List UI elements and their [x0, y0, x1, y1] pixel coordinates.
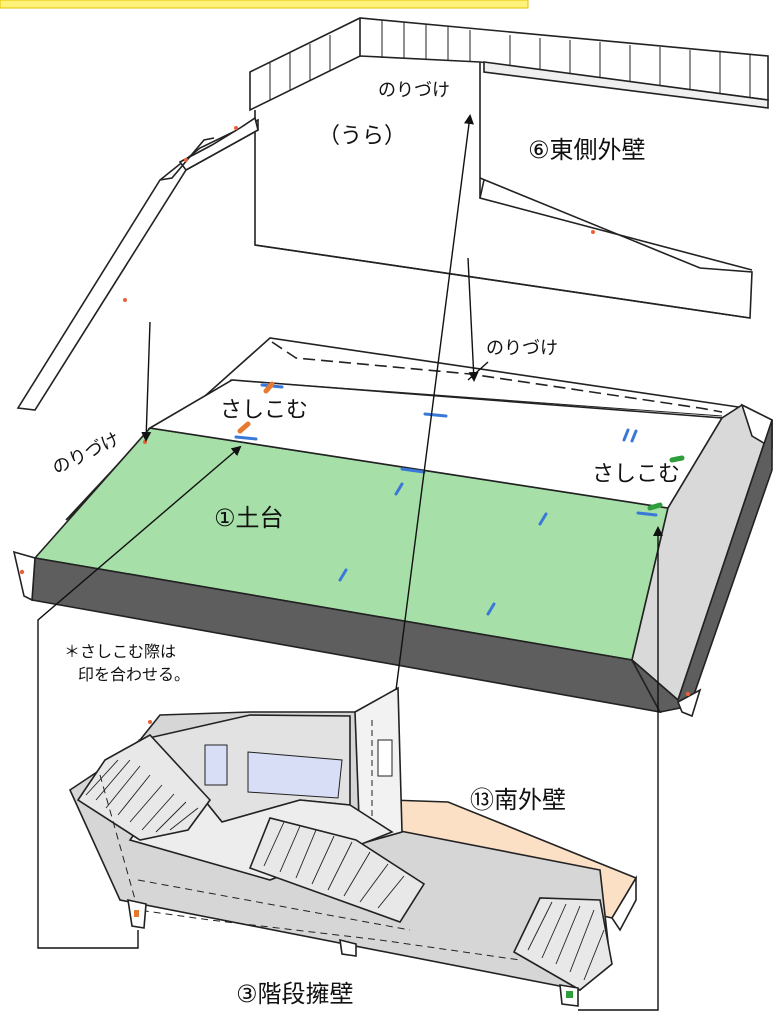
glue-label-middle: のりづけ [486, 338, 558, 359]
note-line-2: 印を合わせる。 [78, 665, 191, 685]
stair-wall-part [68, 686, 638, 1007]
note-text: ＊さしこむ際は 印を合わせる。 [64, 640, 190, 686]
base-part [12, 337, 773, 718]
base-label: ①土台 [214, 504, 284, 532]
back-side-label: （うら） [318, 124, 407, 149]
south-wall-label: ⑬南外壁 [470, 786, 566, 814]
east-wall-label: ⑥東側外壁 [528, 136, 646, 164]
header-banner [0, 0, 529, 9]
east-wall-marks [123, 126, 595, 302]
glue-label-top: のりづけ [378, 80, 450, 101]
stair-wall-label: ③階段擁壁 [236, 980, 354, 1008]
insert-label-right: さしこむ [592, 462, 681, 487]
note-line-1: ＊さしこむ際は [64, 642, 177, 661]
east-wall-part [16, 17, 769, 411]
assembly-arrows [37, 114, 663, 1011]
insert-label-left: さしこむ [220, 398, 309, 423]
alignment-marks [234, 381, 685, 616]
stair-wall-marks [134, 720, 573, 998]
